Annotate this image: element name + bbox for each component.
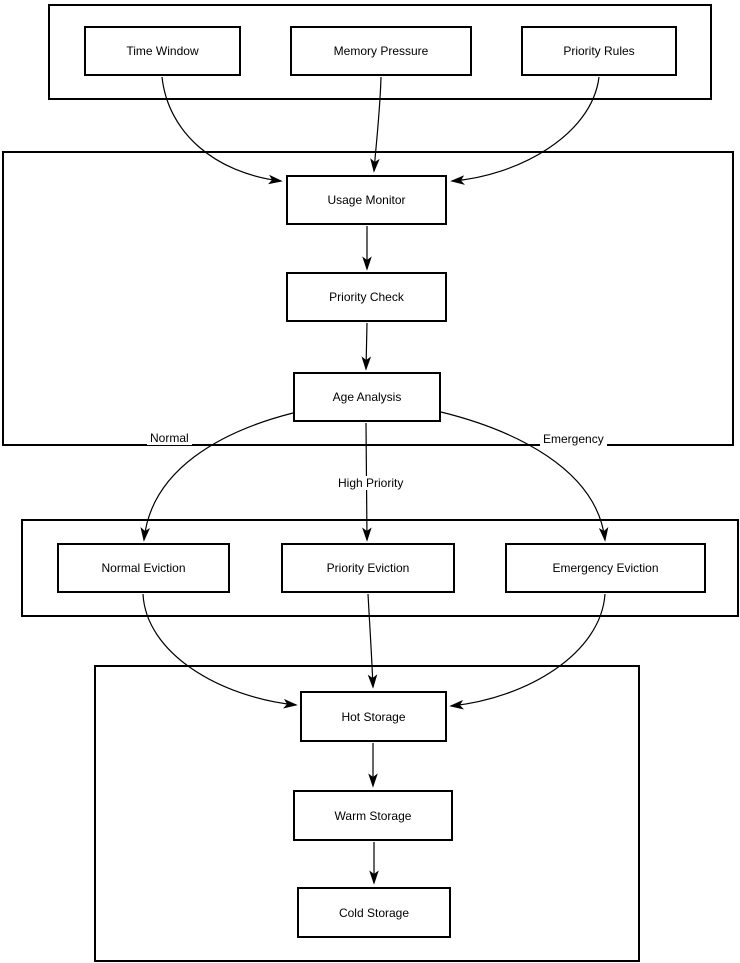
node-priority-check: Priority Check — [286, 272, 447, 322]
edge-label-normal: Normal — [147, 431, 192, 445]
node-normal-eviction: Normal Eviction — [57, 543, 230, 593]
node-priority-eviction: Priority Eviction — [281, 543, 455, 593]
node-hot-storage: Hot Storage — [300, 691, 447, 742]
group-storage — [94, 665, 640, 962]
node-age-analysis: Age Analysis — [293, 372, 441, 422]
node-emergency-eviction: Emergency Eviction — [505, 543, 706, 593]
group-eviction — [21, 519, 739, 617]
node-cold-storage: Cold Storage — [297, 887, 451, 938]
group-analysis — [2, 151, 734, 446]
node-priority-rules: Priority Rules — [521, 26, 677, 76]
node-warm-storage: Warm Storage — [293, 790, 453, 841]
node-memory-pressure: Memory Pressure — [290, 26, 472, 76]
node-time-window: Time Window — [84, 26, 241, 76]
node-usage-monitor: Usage Monitor — [286, 175, 447, 225]
edge-label-high-priority: High Priority — [335, 476, 407, 490]
edge-label-emergency: Emergency — [540, 432, 607, 446]
